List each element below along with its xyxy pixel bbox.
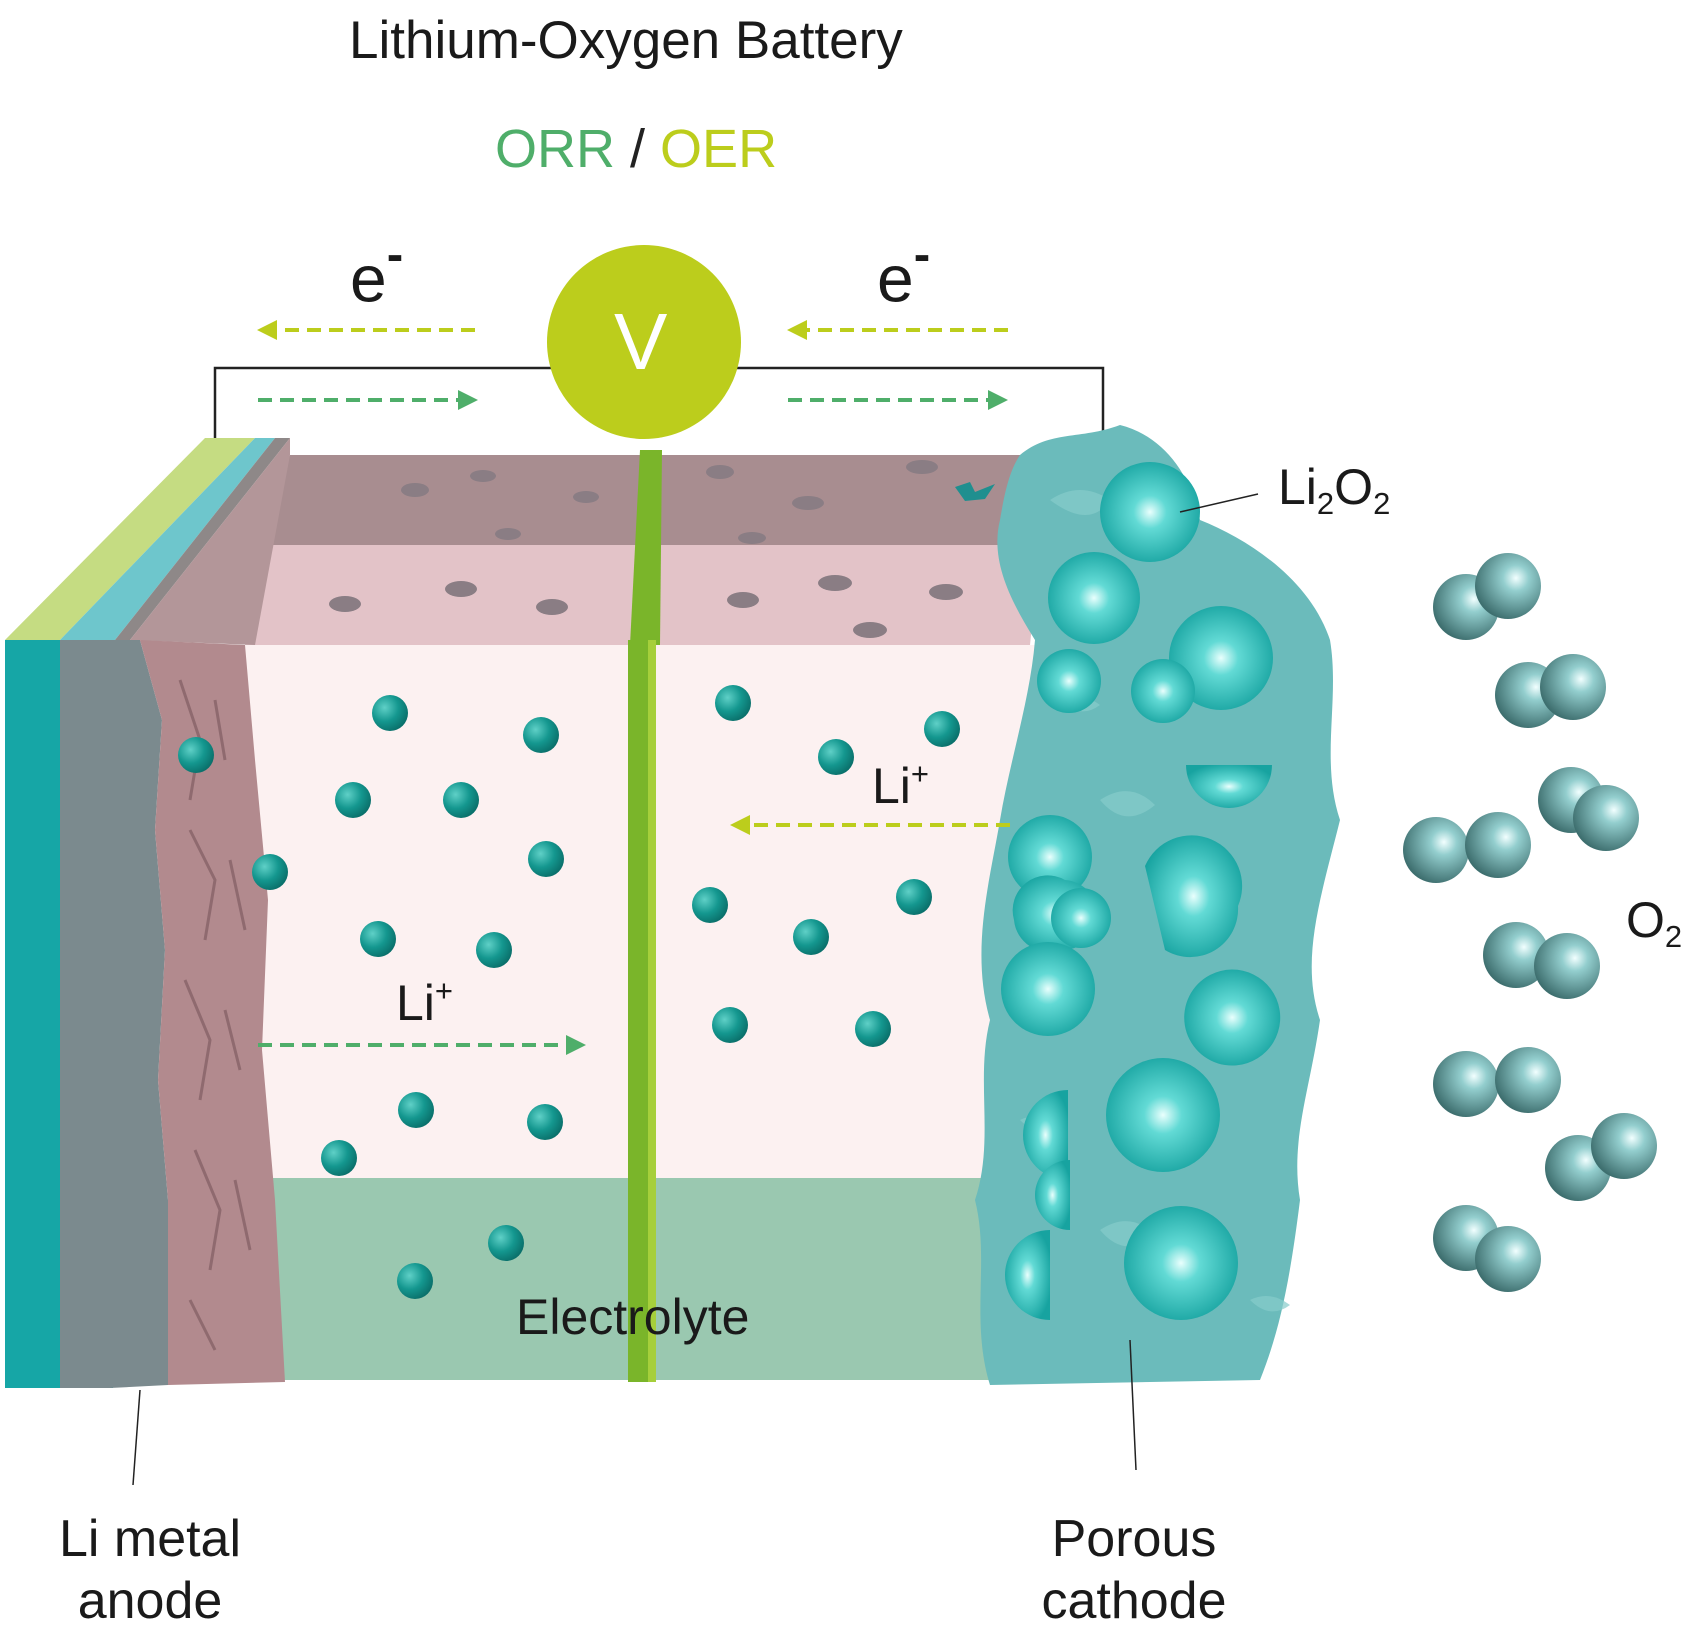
o2-label: O2: [1626, 895, 1682, 952]
o2-molecule: [1483, 922, 1600, 999]
li-ion: [818, 739, 854, 775]
li-ion: [793, 919, 829, 955]
li-ion: [372, 695, 408, 731]
li-ion-charge: +: [434, 973, 454, 1008]
li-ion-charge: +: [910, 756, 930, 791]
page-title: Lithium-Oxygen Battery: [349, 11, 903, 70]
o2-molecule: [1433, 1047, 1561, 1117]
li-ion: [398, 1092, 434, 1128]
electron-charge: -: [386, 227, 404, 282]
electron-symbol: e: [350, 241, 387, 316]
li2o2-particles: [1001, 462, 1281, 1320]
li-ion: [692, 887, 728, 923]
li2o2-particle: [1124, 1206, 1238, 1320]
li-ion: [896, 879, 932, 915]
li2o2-particle: [1169, 606, 1273, 710]
li2o2-particle: [1051, 888, 1111, 948]
li2o2-particle: [1037, 649, 1101, 713]
li-ion-symbol: Li: [872, 758, 911, 815]
cathode-label-line2: cathode: [1041, 1572, 1227, 1631]
li2o2-particle: [1023, 1090, 1068, 1180]
reaction-label: ORR / OER: [495, 122, 777, 176]
separator-top: [630, 450, 662, 645]
li2o2-particle: [1131, 659, 1195, 723]
li-ion-label-left: Li+: [396, 975, 453, 1028]
li-ion: [252, 854, 288, 890]
li2o2-n1: 2: [1316, 485, 1335, 521]
li-ion: [178, 737, 214, 773]
anode-label: Li metal anode: [40, 1508, 260, 1633]
li-ion: [488, 1225, 524, 1261]
o2-molecules: [1403, 553, 1657, 1292]
circuit-wire: [213, 366, 1105, 440]
anode-leader: [132, 1389, 141, 1486]
o2-molecule: [1433, 1205, 1541, 1292]
li2o2-particle: [1145, 835, 1243, 958]
li-ion: [476, 932, 512, 968]
oer-label: OER: [660, 119, 778, 179]
li2o2-particle: [1001, 942, 1095, 1036]
anode-top-gray: [115, 438, 290, 640]
li-ion: [715, 685, 751, 721]
li-ion: [321, 1140, 357, 1176]
li-ion-label-right: Li+: [872, 758, 929, 811]
li2o2-li: Li: [1278, 459, 1317, 515]
anode-sei: [140, 640, 285, 1385]
electron-label-left: e-: [350, 230, 403, 312]
o2-o: O: [1626, 892, 1665, 948]
li2o2-particle: [1106, 1058, 1220, 1172]
li-ion: [360, 921, 396, 957]
anode-li-metal: [60, 640, 168, 1388]
o2-molecule: [1545, 1113, 1657, 1201]
reaction-separator: /: [630, 119, 646, 179]
electrolyte-label: Electrolyte: [516, 1289, 750, 1345]
li-ion: [855, 1011, 891, 1047]
li2o2-o: O: [1334, 459, 1374, 515]
anode-top-pink: [130, 438, 290, 645]
li-ion: [528, 841, 564, 877]
anode-label-line1: Li metal: [58, 1510, 242, 1568]
li2o2-n2: 2: [1373, 485, 1391, 521]
cathode-leader: [1129, 1339, 1137, 1471]
o2-molecule: [1495, 654, 1606, 728]
o2-molecule: [1403, 812, 1531, 883]
electron-label-right: e-: [877, 230, 930, 312]
o2-n: 2: [1664, 918, 1683, 954]
li2o2-leader: [1179, 493, 1259, 513]
anode-top-yellow: [5, 438, 255, 640]
li2o2-particle: [1100, 462, 1200, 562]
electron-symbol: e: [877, 241, 914, 316]
anode-label-line2: anode: [77, 1572, 223, 1631]
cathode-label-line1: Porous: [1051, 1510, 1217, 1568]
voltmeter: [547, 245, 741, 439]
li2o2-particle: [1035, 1160, 1070, 1230]
voltmeter-label: V: [614, 297, 668, 386]
li2o2-particle: [1186, 765, 1272, 808]
li2o2-particle: [1008, 815, 1092, 899]
li-ion: [443, 782, 479, 818]
top-pores: [329, 460, 963, 638]
li-ion-symbol: Li: [396, 975, 435, 1032]
li-ion: [397, 1263, 433, 1299]
li-ion: [523, 717, 559, 753]
li-ion: [924, 711, 960, 747]
li-ion: [335, 782, 371, 818]
orr-label: ORR: [495, 119, 615, 179]
o2-molecule: [1538, 767, 1639, 851]
li2o2-particle: [1048, 552, 1140, 644]
o2-molecule: [1433, 553, 1541, 640]
cathode-label: Porous cathode: [1024, 1508, 1244, 1633]
li2o2-particle: [1005, 1230, 1050, 1320]
li2o2-particle: [1184, 969, 1281, 1066]
electron-charge: -: [913, 227, 931, 282]
cathode-small-tuft: [955, 482, 995, 501]
anode-top-cyan: [60, 438, 275, 640]
li-ions: [178, 685, 960, 1299]
li-ion: [712, 1007, 748, 1043]
li2o2-label: Li2O2: [1278, 462, 1390, 519]
li-ion: [527, 1104, 563, 1140]
